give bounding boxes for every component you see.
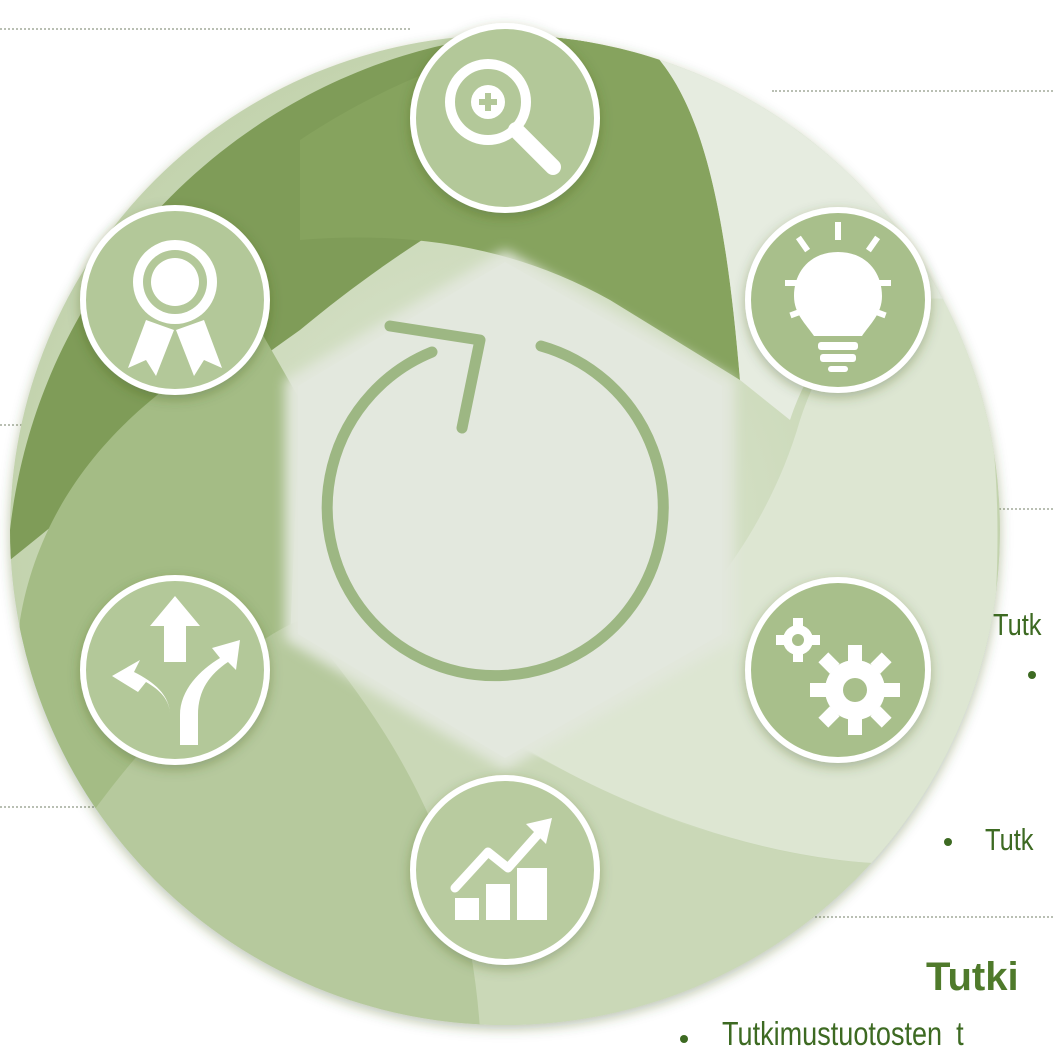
bullet-2 [944,838,952,846]
node-award-ribbon [80,205,270,395]
node-chart-growth [410,775,600,965]
split-arrows-icon [112,596,240,745]
bullet-1 [1028,671,1036,679]
chart-growth-icon [450,818,552,920]
lightbulb-icon [785,222,891,372]
node-gears [745,577,931,763]
separator-line-right-mid [990,508,1053,510]
separator-line-bottom-right [786,916,1053,918]
separator-line-top-left [0,28,410,30]
section-heading: Tutki [926,955,1019,999]
award-ribbon-icon [128,240,222,376]
bullet-3 [680,1035,688,1043]
separator-line-left-mid [0,424,26,426]
text-bottom: Tutkimustuotosten t [722,1015,964,1052]
gears-icon [776,618,900,735]
separator-line-top-right [772,90,1053,92]
node-lightbulb [745,207,931,393]
separator-line-left-low [0,806,142,808]
node-magnifier [410,23,600,213]
text-line-2: Tutk [985,822,1034,857]
refresh-cycle-icon [321,320,669,682]
magnifier-plus-icon [445,59,561,175]
text-line-1: Tutk [993,607,1042,642]
node-split-arrows [80,575,270,765]
